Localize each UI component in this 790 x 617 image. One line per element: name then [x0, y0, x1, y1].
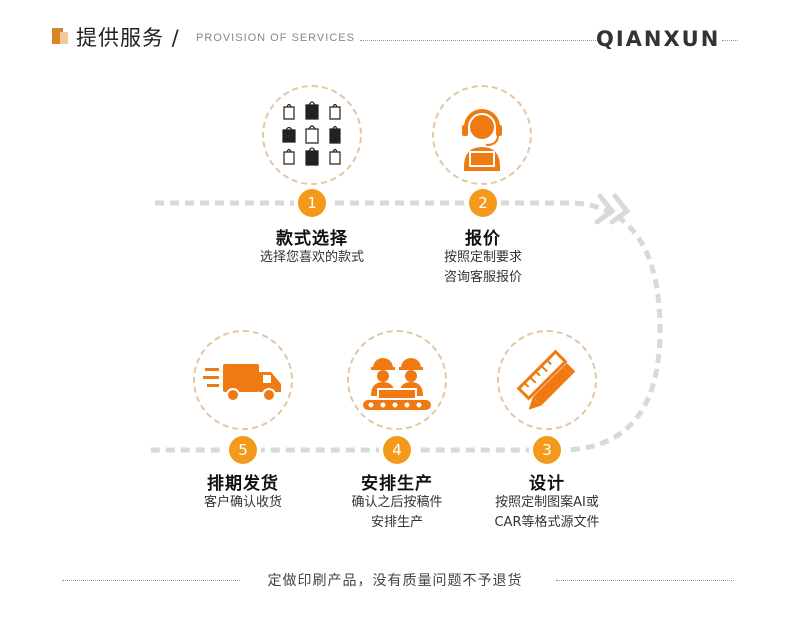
header-accent-square [52, 28, 68, 44]
step-2-title: 报价 [465, 229, 501, 249]
page-subtitle: PROVISION OF SERVICES [196, 32, 355, 44]
step-2-desc-line: 按照定制要求 [443, 250, 522, 265]
footer-divider-right [556, 580, 734, 581]
step-3-title: 设计 [529, 474, 565, 494]
step-2-desc: 按照定制要求 咨询客服报价 [383, 248, 583, 288]
step-2-icon-ring [432, 85, 532, 185]
step-4-icon-ring [347, 330, 447, 430]
footer-divider-left [62, 580, 240, 581]
step-3-desc-line: CAR等格式源文件 [494, 515, 600, 530]
step-1-desc: 选择您喜欢的款式 [212, 248, 412, 268]
step-1-badge: 1 [298, 189, 326, 217]
step-2-desc-line: 咨询客服报价 [443, 270, 522, 285]
step-4-badge: 4 [383, 436, 411, 464]
page-title: 提供服务 / [76, 26, 180, 50]
step-5-desc: 客户确认收货 [143, 493, 343, 513]
step-3-desc-line: 按照定制图案AI或 [495, 495, 599, 510]
step-3-badge: 3 [533, 436, 561, 464]
workers-conveyor-icon [363, 358, 431, 410]
step-5-icon-ring [193, 330, 293, 430]
step-5-desc-line: 客户确认收货 [203, 495, 282, 510]
footer-note: 定做印刷产品，没有质量问题不予退货 [267, 573, 523, 589]
header-divider-end [722, 40, 738, 41]
step-4-desc: 确认之后按稿件 安排生产 [297, 493, 497, 533]
step-3-icon-ring [497, 330, 597, 430]
step-1-title: 款式选择 [276, 229, 348, 249]
step-4-desc-line: 确认之后按稿件 [351, 495, 443, 510]
header-divider [360, 40, 598, 41]
step-1-icon-ring [262, 85, 362, 185]
step-2-badge: 2 [469, 189, 497, 217]
step-1-desc-line: 选择您喜欢的款式 [259, 250, 364, 265]
customer-service-icon [462, 109, 502, 171]
shopping-bags-icon [282, 101, 341, 166]
step-5-title: 排期发货 [207, 474, 279, 494]
step-4-title: 安排生产 [361, 474, 433, 494]
step-3-desc: 按照定制图案AI或 CAR等格式源文件 [447, 493, 647, 533]
delivery-truck-icon [203, 364, 281, 402]
brand-logo: QIANXUN [596, 27, 721, 51]
step-4-desc-line: 安排生产 [370, 515, 423, 530]
step-5-badge: 5 [229, 436, 257, 464]
pencil-ruler-icon [516, 349, 576, 410]
